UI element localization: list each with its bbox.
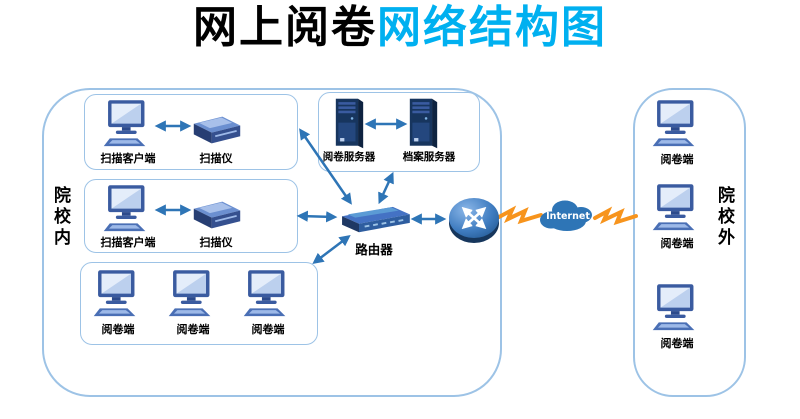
router-label: 路由器 (355, 242, 393, 257)
campus-outside-zone (633, 88, 746, 397)
desktop-computer-icon (652, 184, 695, 231)
desktop-computer-icon (652, 100, 695, 147)
desktop-computer-icon (243, 270, 286, 317)
title-prefix: 网上阅卷 (193, 2, 377, 53)
scan-client-1-label: 扫描客户端 (100, 152, 156, 165)
inside-reader-2-label: 阅卷端 (176, 323, 210, 336)
arrow-readersbox-router (312, 234, 351, 265)
desktop-computer-icon (103, 100, 146, 147)
scanner-1-label: 扫描仪 (199, 152, 233, 165)
internet-cloud-icon (540, 200, 592, 231)
lightning-bolt-icon-left (497, 205, 543, 225)
scan-client-2-label: 扫描客户端 (100, 236, 156, 249)
scanner-2-label: 扫描仪 (199, 236, 233, 249)
arrow-scanbox2-router (296, 210, 338, 223)
page-title: 网上阅卷网络结构图 (0, 0, 800, 56)
scanner-icon (192, 200, 242, 230)
campus-inside-label: 院校内 (50, 186, 70, 249)
desktop-computer-icon (168, 270, 211, 317)
desktop-computer-icon (103, 185, 146, 232)
desktop-computer-icon (93, 270, 136, 317)
grading-server-label: 阅卷服务器 (322, 151, 376, 163)
inside-reader-3-label: 阅卷端 (251, 323, 285, 336)
internet-label: Internet (546, 211, 590, 222)
campus-outside-label: 院校外 (714, 186, 734, 249)
archive-server-label: 档案服务器 (402, 151, 456, 163)
outside-reader-1-label: 阅卷端 (660, 153, 694, 166)
arrow-servers-router (378, 171, 394, 205)
outside-reader-3-label: 阅卷端 (660, 337, 694, 350)
outside-reader-2-label: 阅卷端 (660, 237, 694, 250)
title-highlight: 网络结构图 (377, 2, 607, 53)
scanner-icon (192, 115, 242, 145)
desktop-computer-icon (652, 284, 695, 331)
server-tower-icon (335, 98, 364, 149)
lightning-bolt-icon-right (593, 206, 638, 226)
inside-reader-1-label: 阅卷端 (101, 323, 135, 336)
router-globe-icon (449, 198, 499, 243)
network-switch-icon (341, 205, 411, 234)
arrow-scanbox1-router (299, 128, 352, 205)
server-tower-icon (409, 98, 438, 149)
